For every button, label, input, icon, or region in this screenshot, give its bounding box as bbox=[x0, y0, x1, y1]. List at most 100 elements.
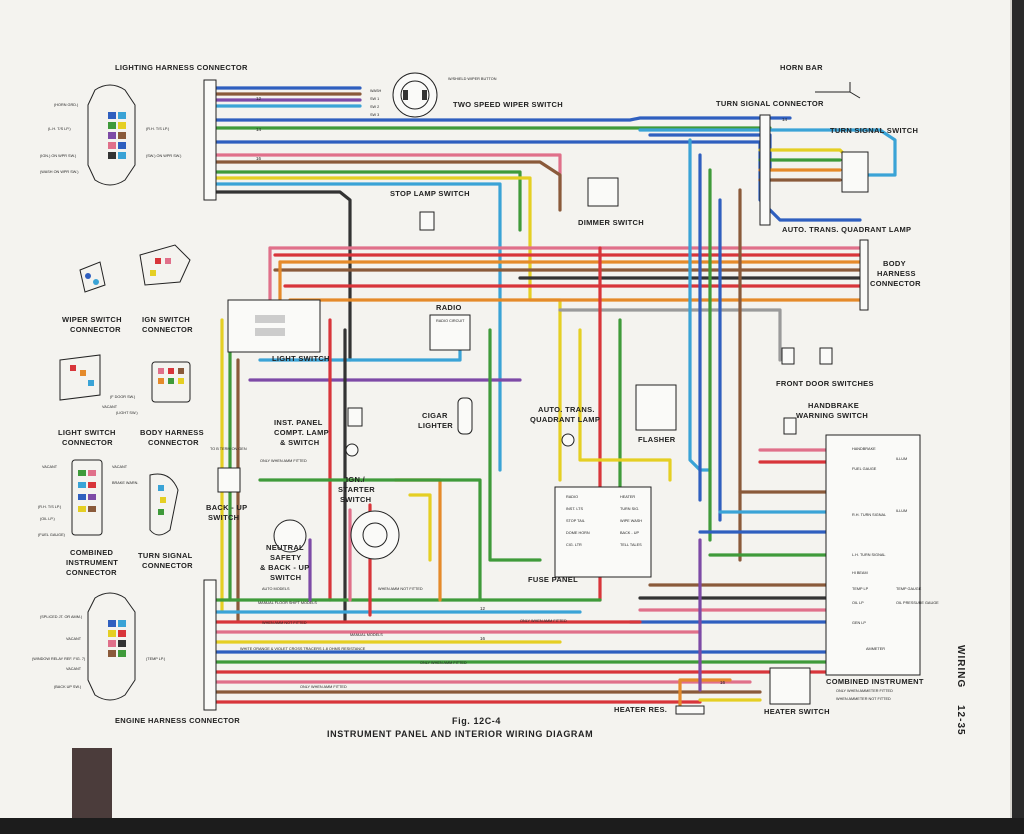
pin-label: (L.H. T/S LP.) bbox=[48, 127, 71, 131]
wiper-term: SW 2 bbox=[370, 105, 379, 109]
instrument-row: HANDBRAKE bbox=[852, 447, 876, 451]
label-quadrant-mid-1: AUTO. TRANS. bbox=[538, 405, 595, 414]
gauge-number: 14 bbox=[256, 127, 262, 132]
section-label: WIRING bbox=[955, 645, 966, 688]
pin-label: (HORN GRD.) bbox=[54, 103, 79, 107]
turn-signal-switch-symbol bbox=[841, 151, 869, 193]
instrument-row: GEN LP bbox=[852, 621, 866, 625]
wire-note: WHEN AMM NOT FITTED bbox=[262, 621, 307, 625]
quadrant-lamp-symbol bbox=[561, 433, 575, 447]
figure-number: Fig. 12C-4 bbox=[452, 716, 501, 726]
label-combined-1: COMBINED bbox=[70, 548, 114, 557]
wire-harness bbox=[213, 86, 897, 712]
wire-note: TO B TERM ON GEN bbox=[210, 447, 247, 451]
label-body-harness-2: CONNECTOR bbox=[148, 438, 199, 447]
pin-label: (TEMP LP.) bbox=[146, 657, 166, 661]
pin-label: VACANT bbox=[42, 465, 58, 469]
pin-label: (SPLICED JT. OR AMM.) bbox=[40, 615, 83, 619]
wire-note: MANUAL FLOOR SHIFT MODELS bbox=[258, 601, 317, 605]
wiper-term: WASH bbox=[370, 89, 382, 93]
label-heater-switch: HEATER SWITCH bbox=[764, 707, 830, 716]
instrument-row: HI BEAM bbox=[852, 571, 868, 575]
fuse-label: TURN SIG. bbox=[620, 507, 639, 511]
inst-panel-lamp-symbol bbox=[345, 407, 363, 457]
label-two-speed-wiper: TWO SPEED WIPER SWITCH bbox=[453, 100, 563, 109]
label-cigar-2: LIGHTER bbox=[418, 421, 453, 430]
label-body-harness-right-2: HARNESS bbox=[877, 269, 916, 278]
horn-bar-symbol bbox=[815, 82, 861, 99]
label-turn-signal-switch: TURN SIGNAL SWITCH bbox=[830, 126, 918, 135]
neutral-safety-switch-symbol bbox=[273, 519, 307, 553]
label-turn-signal-connector: TURN SIGNAL CONNECTOR bbox=[716, 99, 824, 108]
label-quadrant-mid-2: QUADRANT LAMP bbox=[530, 415, 600, 424]
label-turn-signal-1: TURN SIGNAL bbox=[138, 551, 193, 560]
wiring-diagram: LIGHTING HARNESS CONNECTOR ENGINE HARNES… bbox=[32, 63, 966, 739]
pin-label: (R.H. T/S LP.) bbox=[146, 127, 170, 131]
engine-connector-drawing bbox=[87, 592, 136, 701]
fuse-label: BACK - UP bbox=[620, 531, 639, 535]
pin-label: BRAKE WARN. bbox=[112, 481, 138, 485]
pin-label: VACANT bbox=[102, 405, 118, 409]
instrument-row: ILLUM bbox=[896, 457, 907, 461]
label-backup-2: SWITCH bbox=[208, 513, 239, 522]
label-backup-1: BACK - UP bbox=[206, 503, 247, 512]
pin-label: (R.H. T/S LP.) bbox=[38, 505, 62, 509]
label-light-switch: LIGHT SWITCH bbox=[272, 354, 330, 363]
label-quadrant-lamp-top: AUTO. TRANS. QUADRANT LAMP bbox=[782, 225, 911, 234]
instrument-row: FUEL GAUGE bbox=[852, 467, 877, 471]
pin-label: (WINDOW RELAY REF. FIG. 7) bbox=[32, 657, 86, 661]
gauge-number: 12 bbox=[480, 606, 486, 611]
fuse-label: CIG. LTR bbox=[566, 543, 582, 547]
wiper-note: W/SHIELD WIPER BUTTON bbox=[448, 77, 497, 81]
fuse-label: DOME HORN bbox=[566, 531, 590, 535]
wire-note: ONLY WHEN AMM FITTED bbox=[260, 459, 307, 463]
gauge-number: 14 bbox=[782, 117, 788, 122]
combined-instrument-symbol bbox=[825, 434, 921, 676]
legend-ammeter-not-fitted: WHEN AMMETER NOT FITTED bbox=[836, 697, 891, 701]
gauge-number: 16 bbox=[256, 156, 262, 161]
instrument-row: TEMP LP bbox=[852, 587, 869, 591]
label-handbrake-1: HANDBRAKE bbox=[808, 401, 859, 410]
label-wiper-switch-1: WIPER SWITCH bbox=[62, 315, 122, 324]
pin-label: VACANT bbox=[66, 667, 82, 671]
label-ign-2: STARTER bbox=[338, 485, 375, 494]
label-stop-lamp: STOP LAMP SWITCH bbox=[390, 189, 470, 198]
wiper-term: SW 1 bbox=[370, 97, 379, 101]
fuse-label: TELL TALES bbox=[620, 543, 642, 547]
pin-label: VACANT bbox=[112, 465, 128, 469]
gauge-number: 16 bbox=[720, 680, 726, 685]
wire-note: MANUAL MODELS bbox=[350, 633, 383, 637]
instrument-row: L.H. TURN SIGNAL bbox=[852, 553, 885, 557]
instrument-row: TEMP GAUGE bbox=[896, 587, 922, 591]
label-flasher: FLASHER bbox=[638, 435, 676, 444]
label-inst-panel-1: INST. PANEL bbox=[274, 418, 323, 427]
fuse-label: HEATER bbox=[620, 495, 635, 499]
instrument-row: OIL LP bbox=[852, 601, 864, 605]
label-engine-harness: ENGINE HARNESS CONNECTOR bbox=[115, 716, 240, 725]
light-switch-symbol bbox=[227, 299, 321, 353]
label-radio: RADIO bbox=[436, 303, 462, 312]
page-tab bbox=[72, 748, 112, 818]
label-combined-instrument: COMBINED INSTRUMENT bbox=[826, 677, 924, 686]
label-cigar-1: CIGAR bbox=[422, 411, 448, 420]
label-combined-3: CONNECTOR bbox=[66, 568, 117, 577]
wire-note: WHITE ORANGE & VIOLET CROSS TRACERS 1.8 … bbox=[240, 647, 366, 651]
label-handbrake-2: WARNING SWITCH bbox=[796, 411, 868, 420]
pin-label: (SW.) ON WPR SW.) bbox=[146, 154, 182, 158]
label-combined-2: INSTRUMENT bbox=[66, 558, 118, 567]
scan-edge bbox=[0, 818, 1024, 834]
label-front-door: FRONT DOOR SWITCHES bbox=[776, 379, 874, 388]
fuse-label: RADIO bbox=[566, 495, 578, 499]
heater-res-symbol bbox=[675, 705, 705, 715]
fuse-label: STOP TAIL bbox=[566, 519, 585, 523]
pin-label: VACANT bbox=[66, 637, 82, 641]
dimmer-switch-symbol bbox=[587, 177, 619, 207]
label-horn-bar: HORN BAR bbox=[780, 63, 823, 72]
label-neutral-1: NEUTRAL bbox=[266, 543, 304, 552]
instrument-row: R.H. TURN SIGNAL bbox=[852, 513, 886, 517]
instrument-row: AMMETER bbox=[866, 647, 885, 651]
ign-starter-switch-symbol bbox=[350, 510, 400, 560]
stop-lamp-switch-symbol bbox=[419, 211, 435, 231]
wire-note: ONLY WHEN AMM FITTED bbox=[520, 619, 567, 623]
gauge-number: 16 bbox=[480, 636, 486, 641]
